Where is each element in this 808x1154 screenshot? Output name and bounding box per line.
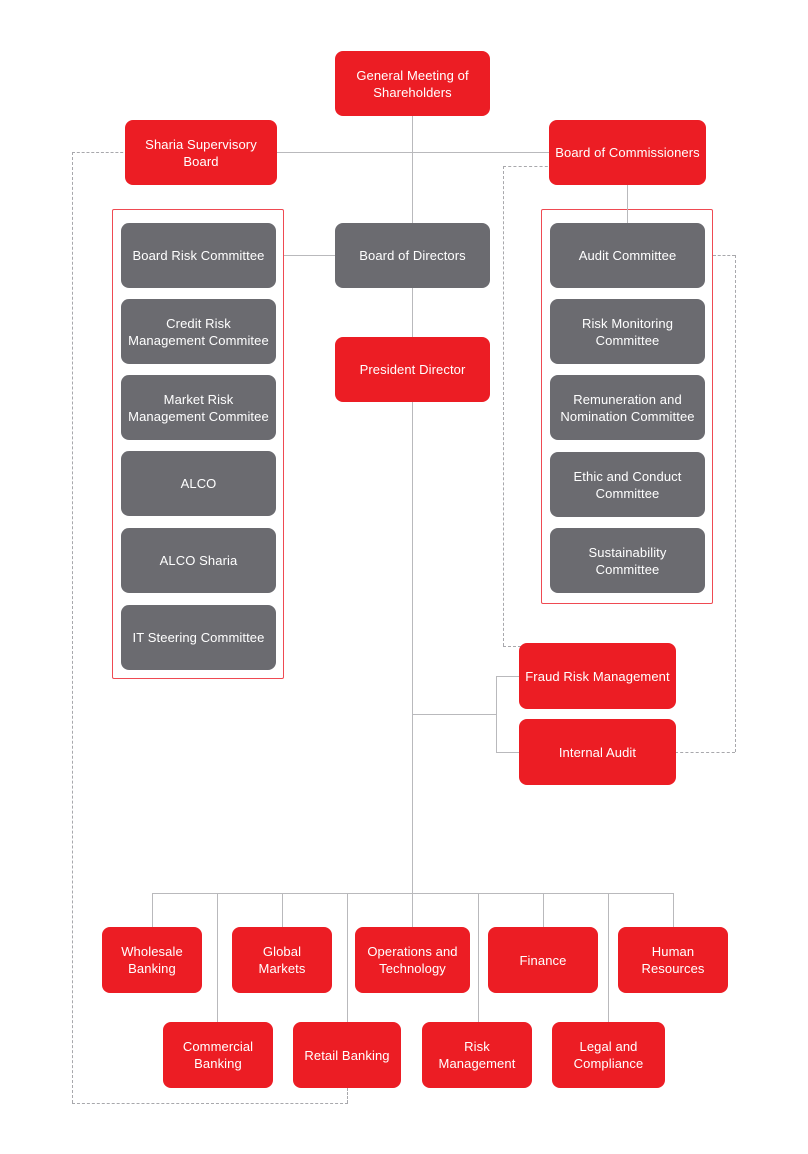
dashed-audit-committee-vertical	[735, 255, 736, 752]
connector-drop-wholesale-banking	[152, 893, 153, 927]
dashed-commissioners-vertical	[503, 166, 504, 646]
node-remuneration-and-nomination-committee[interactable]: Remuneration and Nomination Committee	[550, 375, 705, 440]
node-it-steering-committee[interactable]: IT Steering Committee	[121, 605, 276, 670]
node-retail-banking[interactable]: Retail Banking	[293, 1022, 401, 1088]
dashed-sharia-left-stub	[72, 152, 128, 153]
connector-branch-to-fraud-risk	[496, 676, 520, 677]
node-alco[interactable]: ALCO	[121, 451, 276, 516]
dashed-sharia-to-retail-banking	[347, 1088, 348, 1103]
connector-drop-retail-banking	[347, 893, 348, 1023]
connector-drop-legal-compliance	[608, 893, 609, 1023]
node-fraud-risk-management[interactable]: Fraud Risk Management	[519, 643, 676, 709]
node-market-risk-management-commitee[interactable]: Market Risk Management Commitee	[121, 375, 276, 440]
node-credit-risk-management-commitee[interactable]: Credit Risk Management Commitee	[121, 299, 276, 364]
connector-drop-risk-management	[478, 893, 479, 1023]
connector-spine-to-audit-branch	[412, 714, 496, 715]
dashed-audit-to-internal-audit	[675, 752, 735, 753]
node-wholesale-banking[interactable]: Wholesale Banking	[102, 927, 202, 993]
connector-branch-to-internal-audit	[496, 752, 520, 753]
node-audit-committee[interactable]: Audit Committee	[550, 223, 705, 288]
node-global-markets[interactable]: Global Markets	[232, 927, 332, 993]
node-commercial-banking[interactable]: Commercial Banking	[163, 1022, 273, 1088]
node-finance[interactable]: Finance	[488, 927, 598, 993]
connector-drop-operations-technology	[412, 893, 413, 927]
node-board-of-commissioners[interactable]: Board of Commissioners	[549, 120, 706, 185]
node-human-resources[interactable]: Human Resources	[618, 927, 728, 993]
node-legal-and-compliance[interactable]: Legal and Compliance	[552, 1022, 665, 1088]
node-alco-sharia[interactable]: ALCO Sharia	[121, 528, 276, 593]
node-ethic-and-conduct-committee[interactable]: Ethic and Conduct Committee	[550, 452, 705, 517]
dashed-sharia-bottom-horizontal	[72, 1103, 348, 1104]
node-board-of-directors[interactable]: Board of Directors	[335, 223, 490, 288]
node-risk-monitoring-committee[interactable]: Risk Monitoring Committee	[550, 299, 705, 364]
node-sustainability-committee[interactable]: Sustainability Committee	[550, 528, 705, 593]
connector-commissioners-to-audit	[627, 185, 628, 223]
connector-sharia-to-spine	[276, 152, 413, 153]
dashed-sharia-left-vertical	[72, 152, 73, 1103]
connector-audit-branch-vertical	[496, 676, 497, 752]
node-general-meeting-of-shareholders[interactable]: General Meeting of Shareholders	[335, 51, 490, 116]
connector-drop-global-markets	[282, 893, 283, 927]
connector-main-spine	[412, 243, 413, 893]
node-operations-and-technology[interactable]: Operations and Technology	[355, 927, 470, 993]
connector-drop-commercial-banking	[217, 893, 218, 1023]
connector-drop-human-resources	[673, 893, 674, 927]
connector-board-risk-to-directors	[284, 255, 335, 256]
dashed-audit-committee-right-stub	[713, 255, 735, 256]
node-board-risk-committee[interactable]: Board Risk Committee	[121, 223, 276, 288]
director-committees-group-outline	[112, 209, 284, 679]
node-president-director[interactable]: President Director	[335, 337, 490, 402]
connector-drop-finance	[543, 893, 544, 927]
node-risk-management[interactable]: Risk Management	[422, 1022, 532, 1088]
connector-spine-to-commissioners	[412, 152, 550, 153]
dashed-commissioners-left-stub	[503, 166, 553, 167]
node-sharia-supervisory-board[interactable]: Sharia Supervisory Board	[125, 120, 277, 185]
node-internal-audit[interactable]: Internal Audit	[519, 719, 676, 785]
connector-gms-to-spine	[412, 116, 413, 243]
